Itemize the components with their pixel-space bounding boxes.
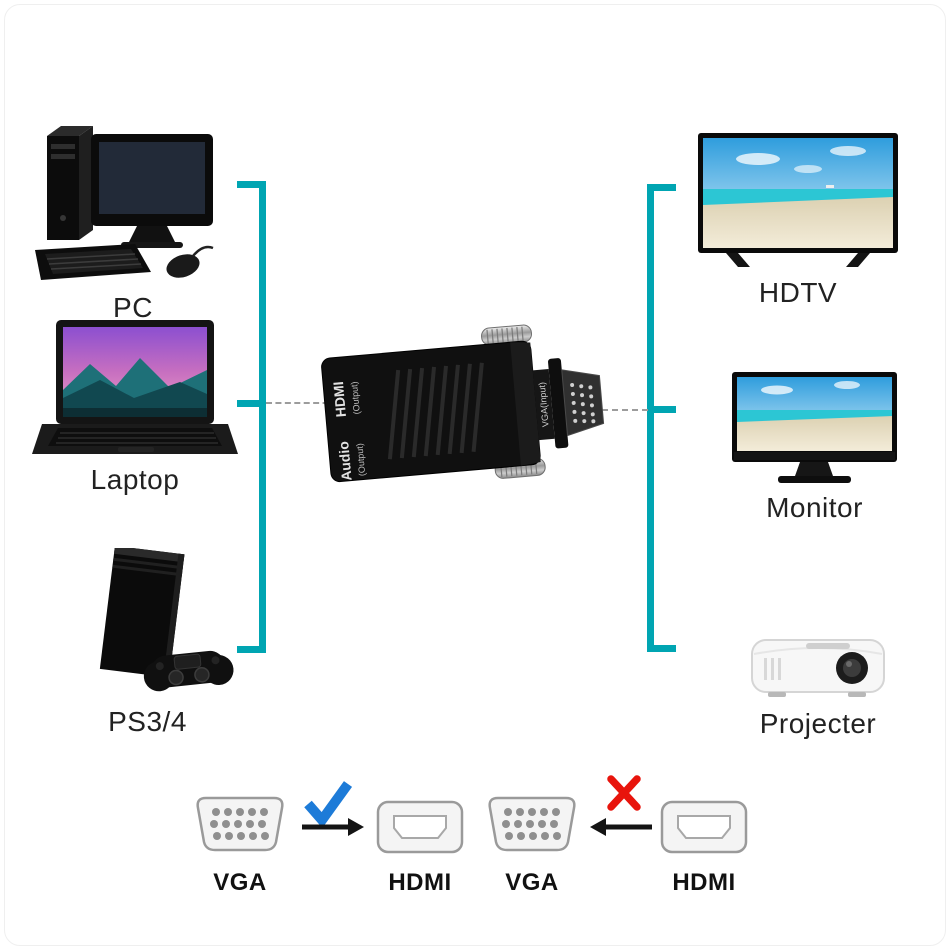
device-monitor: Monitor <box>732 372 897 524</box>
arrow-left-icon <box>588 816 654 838</box>
left-dashed-connector <box>266 402 338 404</box>
x-icon <box>604 772 644 814</box>
laptop-illustration <box>32 320 238 454</box>
compat-hdmi-right: HDMI <box>658 794 750 897</box>
left-bracket-stub-middle <box>237 400 260 407</box>
compat-vga-left: VGA <box>194 788 286 897</box>
vga-right-label: VGA <box>505 869 559 896</box>
right-bracket-line <box>647 184 654 652</box>
pc-label: PC <box>113 292 153 323</box>
right-bracket-stub-middle <box>653 406 676 413</box>
hdmi-connector-icon <box>660 800 748 854</box>
adapter-block: HDMI (Output) Audio (Output) VGA(Input) <box>302 318 638 504</box>
right-bracket-stub-bottom <box>653 645 676 652</box>
device-ps34: PS3/4 <box>55 548 240 738</box>
pc-illustration <box>35 126 214 280</box>
left-bracket-stub-top <box>237 181 260 188</box>
adapter-audio-sublabel: (Output) <box>354 443 367 477</box>
hdmi-connector-icon <box>376 800 464 854</box>
compat-vga-right: VGA <box>486 788 578 897</box>
adapter-hdmi-label: HDMI <box>330 381 349 418</box>
vga-pins <box>570 383 596 424</box>
ps34-label: PS3/4 <box>108 706 187 737</box>
hdmi-right-label: HDMI <box>672 869 736 896</box>
monitor-illustration <box>732 372 897 483</box>
adapter-illustration: HDMI (Output) Audio (Output) VGA(Input) <box>321 324 605 483</box>
right-dashed-connector <box>592 409 648 411</box>
vga-connector-icon <box>196 796 284 852</box>
thumbscrew-top-icon <box>481 324 532 346</box>
ps34-illustration <box>99 548 234 692</box>
left-bracket-stub-bottom <box>237 646 260 653</box>
adapter-vents <box>387 362 484 460</box>
laptop-label: Laptop <box>90 464 180 495</box>
left-bracket-line <box>259 181 266 653</box>
projector-label: Projecter <box>759 708 877 739</box>
monitor-label: Monitor <box>766 492 863 523</box>
device-projector: Projecter <box>748 630 888 740</box>
adapter-hdmi-sublabel: (Output) <box>349 381 362 415</box>
checkmark-icon <box>302 778 354 826</box>
device-laptop: Laptop <box>30 318 240 496</box>
device-pc: PC <box>33 118 233 324</box>
compat-hdmi-left: HDMI <box>374 794 466 897</box>
arrow-right-icon <box>300 816 366 838</box>
adapter-vga-label: VGA(Input) <box>537 382 551 428</box>
hdmi-left-label: HDMI <box>388 869 452 896</box>
hdtv-label: HDTV <box>758 277 838 308</box>
vga-connector-icon <box>488 796 576 852</box>
adapter-audio-label: Audio <box>335 441 354 482</box>
right-bracket-stub-top <box>653 184 676 191</box>
vga-left-label: VGA <box>213 869 267 896</box>
device-hdtv: HDTV <box>698 133 898 309</box>
projector-illustration <box>751 639 885 697</box>
hdtv-illustration <box>698 133 898 267</box>
